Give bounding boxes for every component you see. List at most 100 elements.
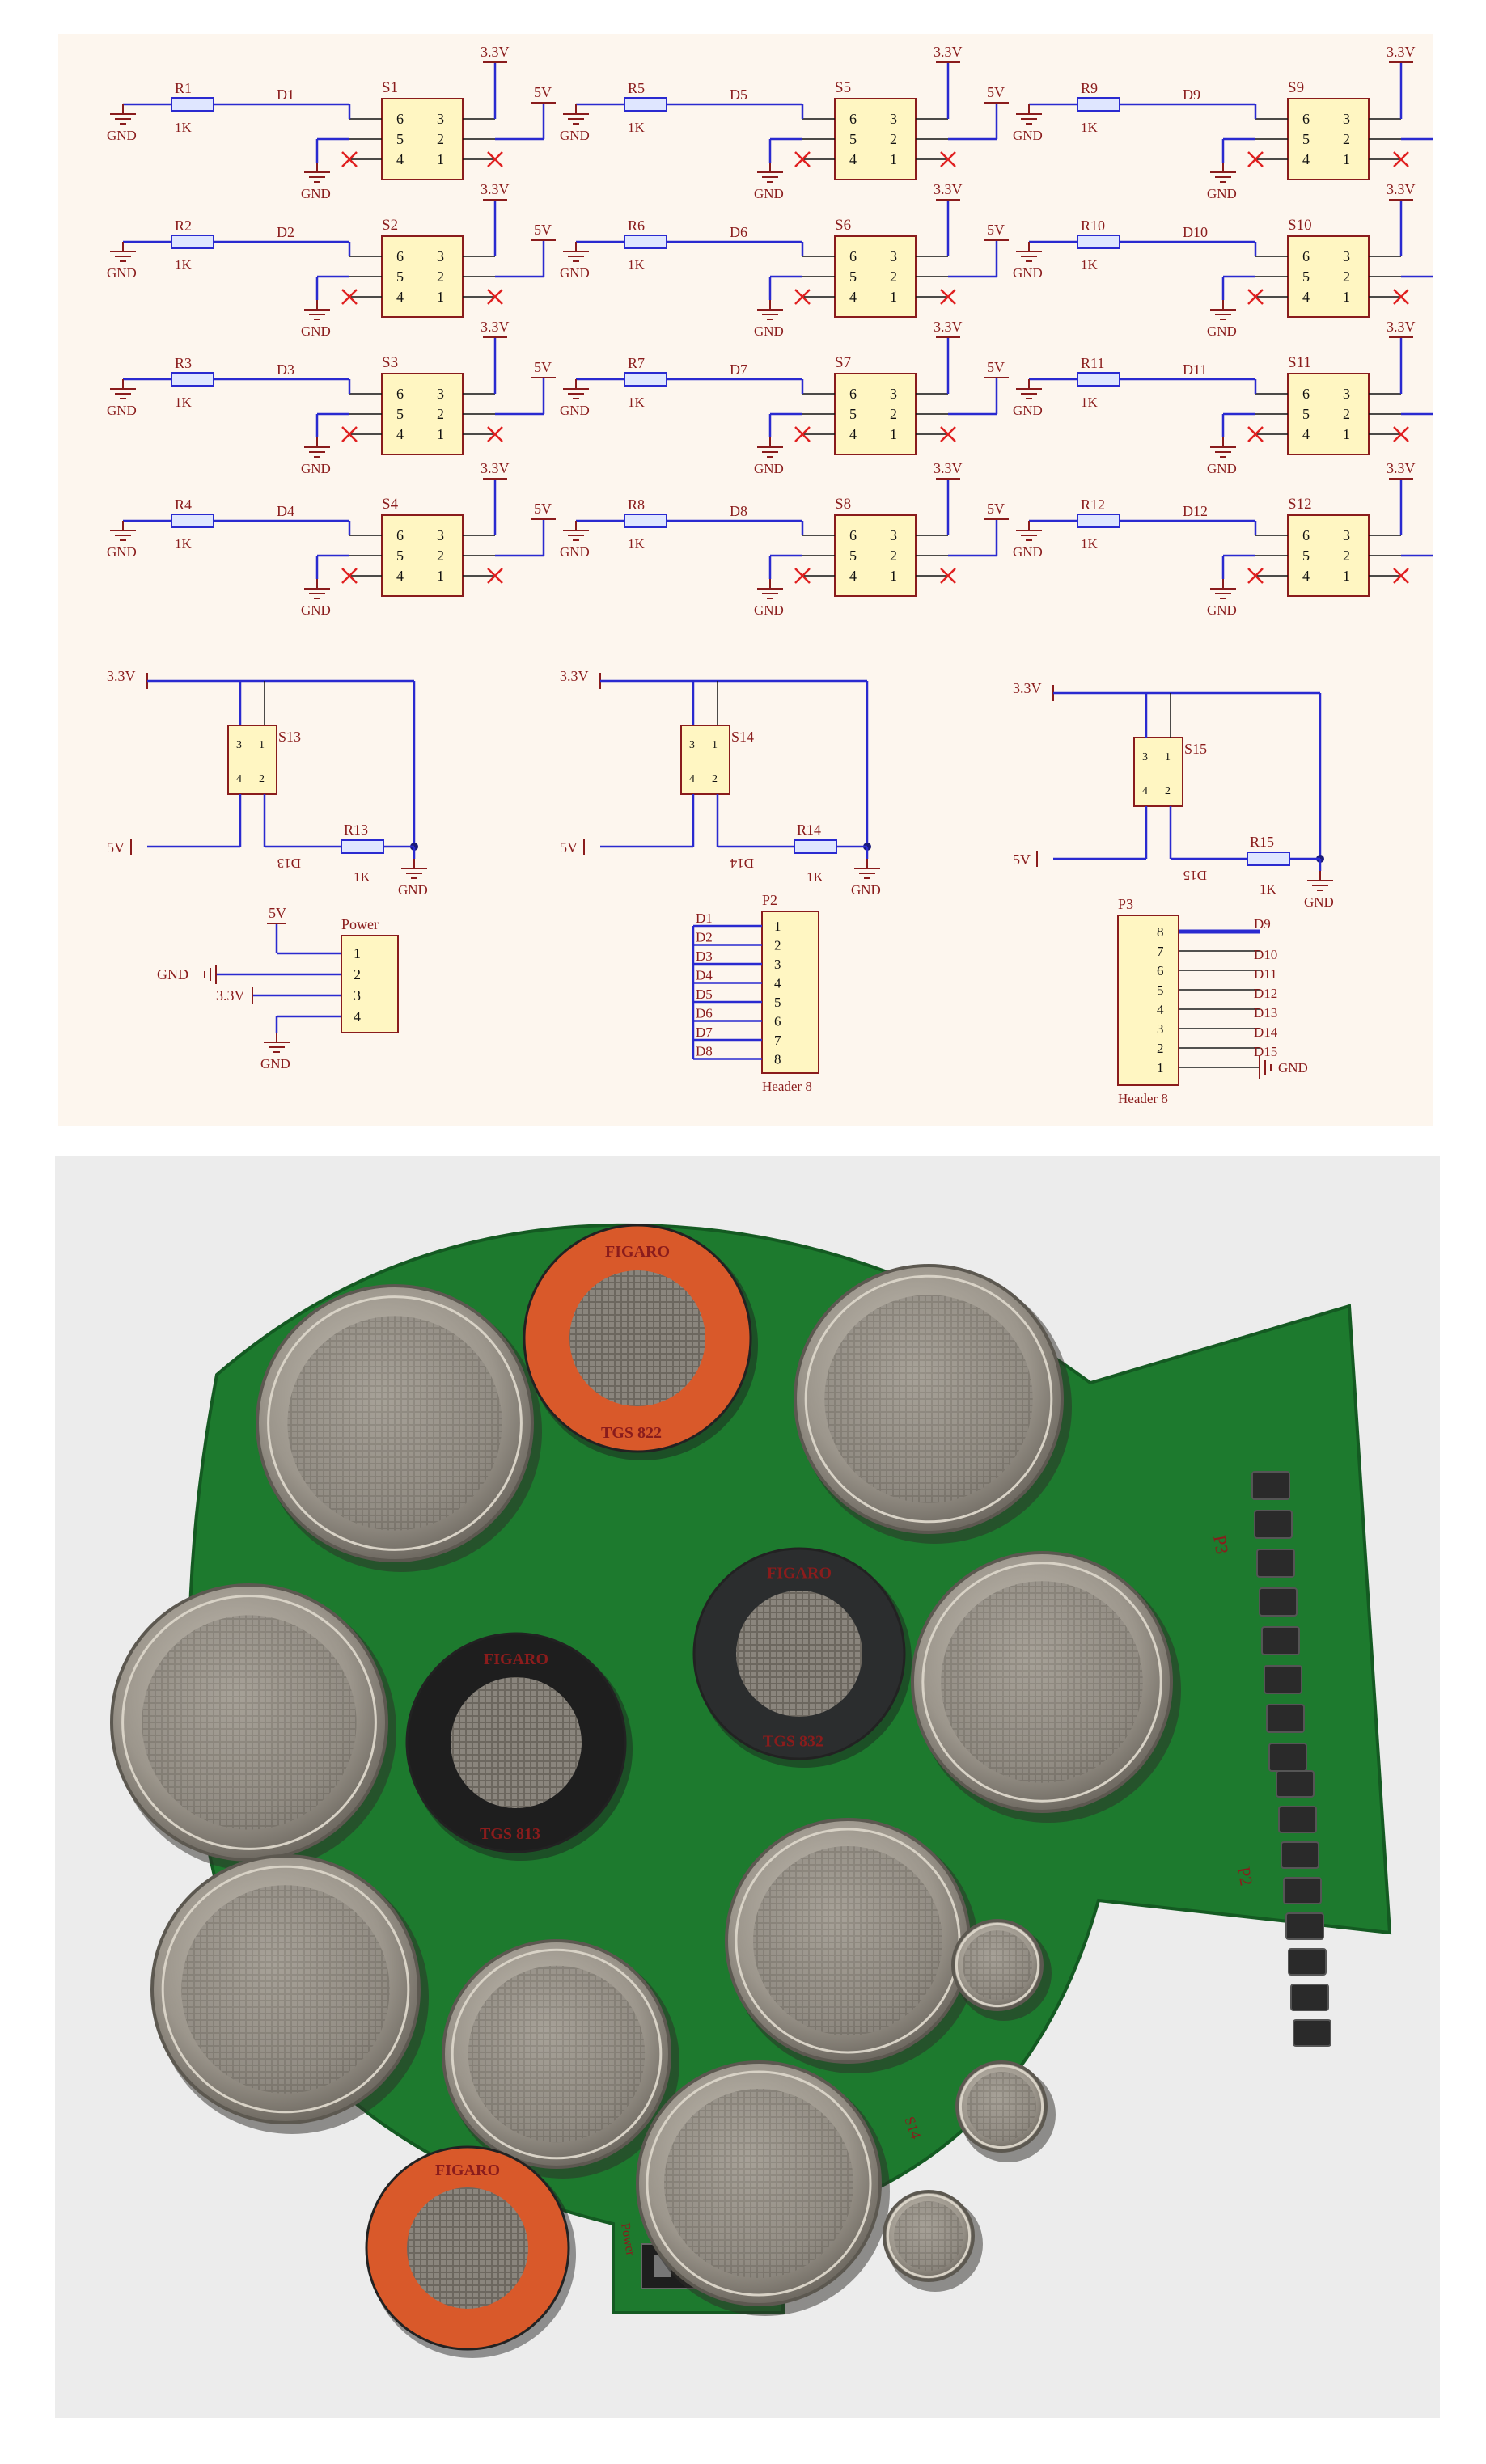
gnd-label: GND	[560, 403, 590, 418]
sensor-model-text: TGS 822	[601, 1424, 662, 1442]
net-label: D6	[696, 1006, 713, 1021]
gnd-label: GND	[754, 323, 784, 339]
rail-3v3-label: 3.3V	[1387, 460, 1416, 476]
net-label: D15	[1183, 868, 1207, 883]
gnd-label: GND	[1207, 323, 1237, 339]
sensor-rim	[451, 1948, 663, 2160]
metal-sensor-top-left	[256, 1284, 542, 1572]
rail-3v3-label: 3.3V	[1387, 181, 1416, 197]
resistor-ref: R4	[175, 497, 192, 513]
pin-number: 6	[849, 386, 857, 402]
ground-symbol: GND	[107, 104, 137, 143]
sensor-body	[1287, 373, 1370, 455]
sensor-body	[381, 373, 464, 455]
pin-number: 2	[1343, 547, 1350, 564]
no-connect-mark	[940, 426, 956, 442]
no-connect-stroke	[1393, 151, 1409, 167]
ground-symbol: GND	[754, 579, 784, 618]
resistor-body	[624, 97, 667, 112]
resistor-ref: R9	[1081, 80, 1098, 96]
rail-3v3-label: 3.3V	[216, 987, 245, 1004]
sensor-body	[227, 725, 277, 795]
net-label: D6	[730, 224, 747, 240]
ground-symbol: GND	[1013, 521, 1043, 560]
figaro-text: FIGARO	[767, 1564, 832, 1582]
resistor-value: 1K	[175, 536, 193, 552]
rail-5v-label: 5V	[107, 839, 125, 856]
header-pin-p3	[1266, 1704, 1305, 1733]
sensor-mesh	[753, 1846, 942, 2035]
no-connect-mark	[341, 151, 358, 167]
ground-symbol: GND	[301, 300, 331, 339]
pin-number: 1	[1343, 151, 1350, 167]
pin-number: 5	[396, 406, 404, 422]
rail-5v-label: 5V	[987, 501, 1005, 517]
header-pin-p2	[1290, 1984, 1329, 2011]
header-pin-p2	[1285, 1912, 1324, 1940]
rail-3v3-label: 3.3V	[934, 44, 963, 60]
resistor-value: 1K	[807, 869, 824, 885]
header-name: Header 8	[1118, 1091, 1168, 1106]
pin-number: 1	[890, 151, 897, 167]
rail-5v-label: 5V	[987, 84, 1005, 100]
gnd-label: GND	[1013, 544, 1043, 560]
no-connect-stroke	[341, 151, 358, 167]
ground-symbol: GND	[754, 163, 784, 201]
pin-number: 6	[849, 248, 857, 264]
pin-number: 4	[1302, 289, 1310, 305]
pin-number: 6	[396, 386, 404, 402]
no-connect-mark	[1393, 289, 1409, 305]
resistor-body	[171, 235, 214, 249]
pin-number: 4	[849, 151, 857, 167]
sensor-body	[381, 514, 464, 597]
header-pin-p2	[1293, 2019, 1331, 2047]
sensor-body	[1287, 235, 1370, 318]
sensor-ref: S3	[382, 354, 398, 371]
gnd-label: GND	[398, 882, 428, 898]
pin-number: 6	[1302, 527, 1310, 543]
resistor-value: 1K	[354, 869, 371, 885]
sensor-body	[834, 373, 917, 455]
header-pin-p3	[1256, 1549, 1295, 1578]
sensor-rim	[804, 1274, 1053, 1524]
pin-number: 1	[1343, 289, 1350, 305]
pin-number: 3	[890, 386, 897, 402]
no-connect-mark	[940, 568, 956, 584]
ground-symbol: GND	[1013, 104, 1043, 143]
pin-number: 3	[236, 739, 242, 751]
metal-sensor-top-right	[794, 1264, 1072, 1544]
header-pin-p2	[1281, 1841, 1319, 1869]
pin-number: 6	[849, 527, 857, 543]
no-connect-stroke	[1393, 568, 1409, 584]
pin-number: 6	[849, 111, 857, 127]
no-connect-mark	[341, 289, 358, 305]
resistor-ref: R6	[628, 218, 645, 234]
no-connect-mark	[794, 568, 811, 584]
ground-symbol: GND	[1207, 300, 1237, 339]
pin-number: 5	[1302, 547, 1310, 564]
pin-number: 4	[849, 568, 857, 584]
net-label: D1	[277, 87, 294, 103]
connector-body	[341, 935, 399, 1033]
rail-3v3-label: 3.3V	[934, 319, 963, 335]
rail-3v3-label: 3.3V	[934, 460, 963, 476]
rail-5v-label: 5V	[534, 359, 552, 375]
sensor-ref: S4	[382, 496, 399, 513]
sensor-ref: S15	[1184, 741, 1207, 757]
sensor-ref: S7	[835, 354, 851, 371]
net-label: D2	[696, 930, 713, 945]
header-pin-p3	[1268, 1743, 1307, 1772]
sensor-mesh	[468, 1965, 646, 2143]
pin-number: 1	[774, 919, 781, 934]
sensor-ref: S14	[731, 729, 754, 745]
no-connect-stroke	[940, 568, 956, 584]
pin-number: 5	[1157, 983, 1164, 998]
ground-symbol: GND	[1207, 163, 1237, 201]
